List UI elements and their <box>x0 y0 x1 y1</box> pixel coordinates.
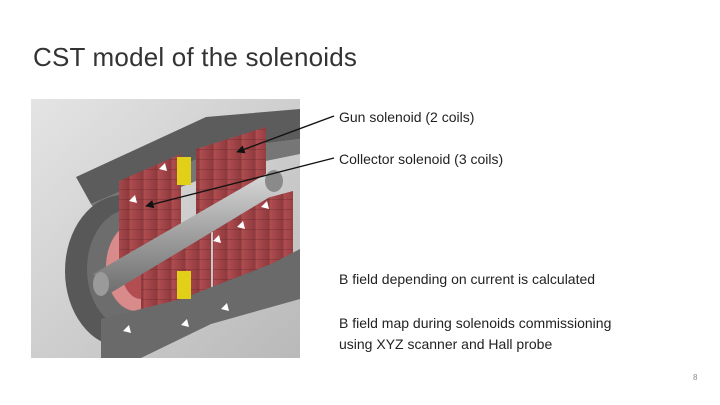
yoke-insert-top <box>177 157 191 185</box>
yoke-insert-bottom <box>177 271 191 299</box>
bullet-b-field-calculated: B field depending on current is calculat… <box>339 271 596 287</box>
slide-title: CST model of the solenoids <box>33 42 358 72</box>
bullet-b-field-map-line2: using XYZ scanner and Hall probe <box>339 336 553 352</box>
beam-pipe-front <box>93 272 109 296</box>
bullet-b-field-map-line1: B field map during solenoids commissioni… <box>339 315 612 331</box>
bullet-collector-solenoid: Collector solenoid (3 coils) <box>339 151 504 167</box>
cst-solenoid-model-image <box>31 99 300 358</box>
housing-bottom <box>101 249 300 358</box>
beam-pipe-end <box>265 170 283 192</box>
bullet-b-field-map: B field map during solenoids commissioni… <box>339 313 611 355</box>
bullet-gun-solenoid: Gun solenoid (2 coils) <box>339 109 475 125</box>
collector-coil-3 <box>263 191 293 275</box>
page-number: 8 <box>693 373 698 382</box>
